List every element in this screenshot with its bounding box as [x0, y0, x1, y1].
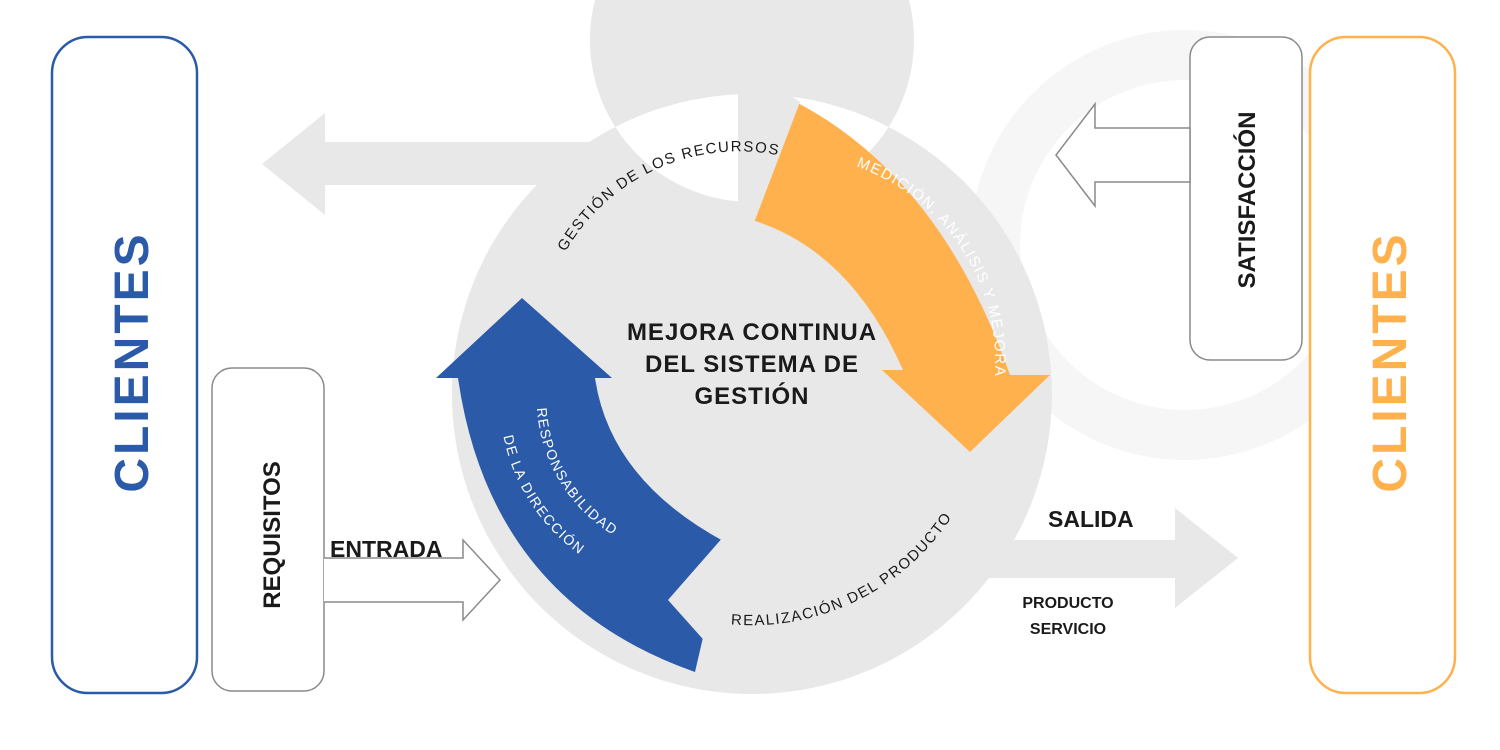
medicion-segment: [752, 72, 1050, 452]
salida-sub-producto: PRODUCTO: [1022, 595, 1113, 612]
entrada-label: ENTRADA: [330, 536, 442, 562]
center-line-2: DEL SISTEMA DE: [645, 351, 859, 378]
satisfaccion-box: SATISFACCIÓN: [1189, 36, 1303, 361]
right-clientes-label: CLIENTES: [1364, 231, 1417, 492]
salida-label: SALIDA: [1048, 506, 1134, 532]
satisfaccion-label: SATISFACCIÓN: [1233, 112, 1261, 289]
responsabilidad-segment: [436, 298, 725, 672]
right-clientes-box: CLIENTES: [1308, 35, 1457, 695]
center-line-3: GESTIÓN: [694, 382, 809, 410]
entrada-arrow: [324, 538, 502, 622]
requisitos-box: REQUISITOS: [211, 367, 325, 692]
salida-sub-servicio: SERVICIO: [1030, 621, 1106, 638]
requisitos-label: REQUISITOS: [259, 461, 286, 609]
salida-arrow: [900, 508, 1238, 608]
realizacion-arrow-head: [668, 512, 760, 675]
feedback-arrow-left: [262, 113, 600, 215]
gestion-arrow-head: [738, 58, 800, 228]
left-clientes-label: CLIENTES: [106, 231, 159, 492]
left-clientes-box: CLIENTES: [50, 35, 199, 695]
satisfaccion-arrow: [1055, 101, 1191, 209]
center-line-1: MEJORA CONTINUA: [627, 319, 877, 346]
